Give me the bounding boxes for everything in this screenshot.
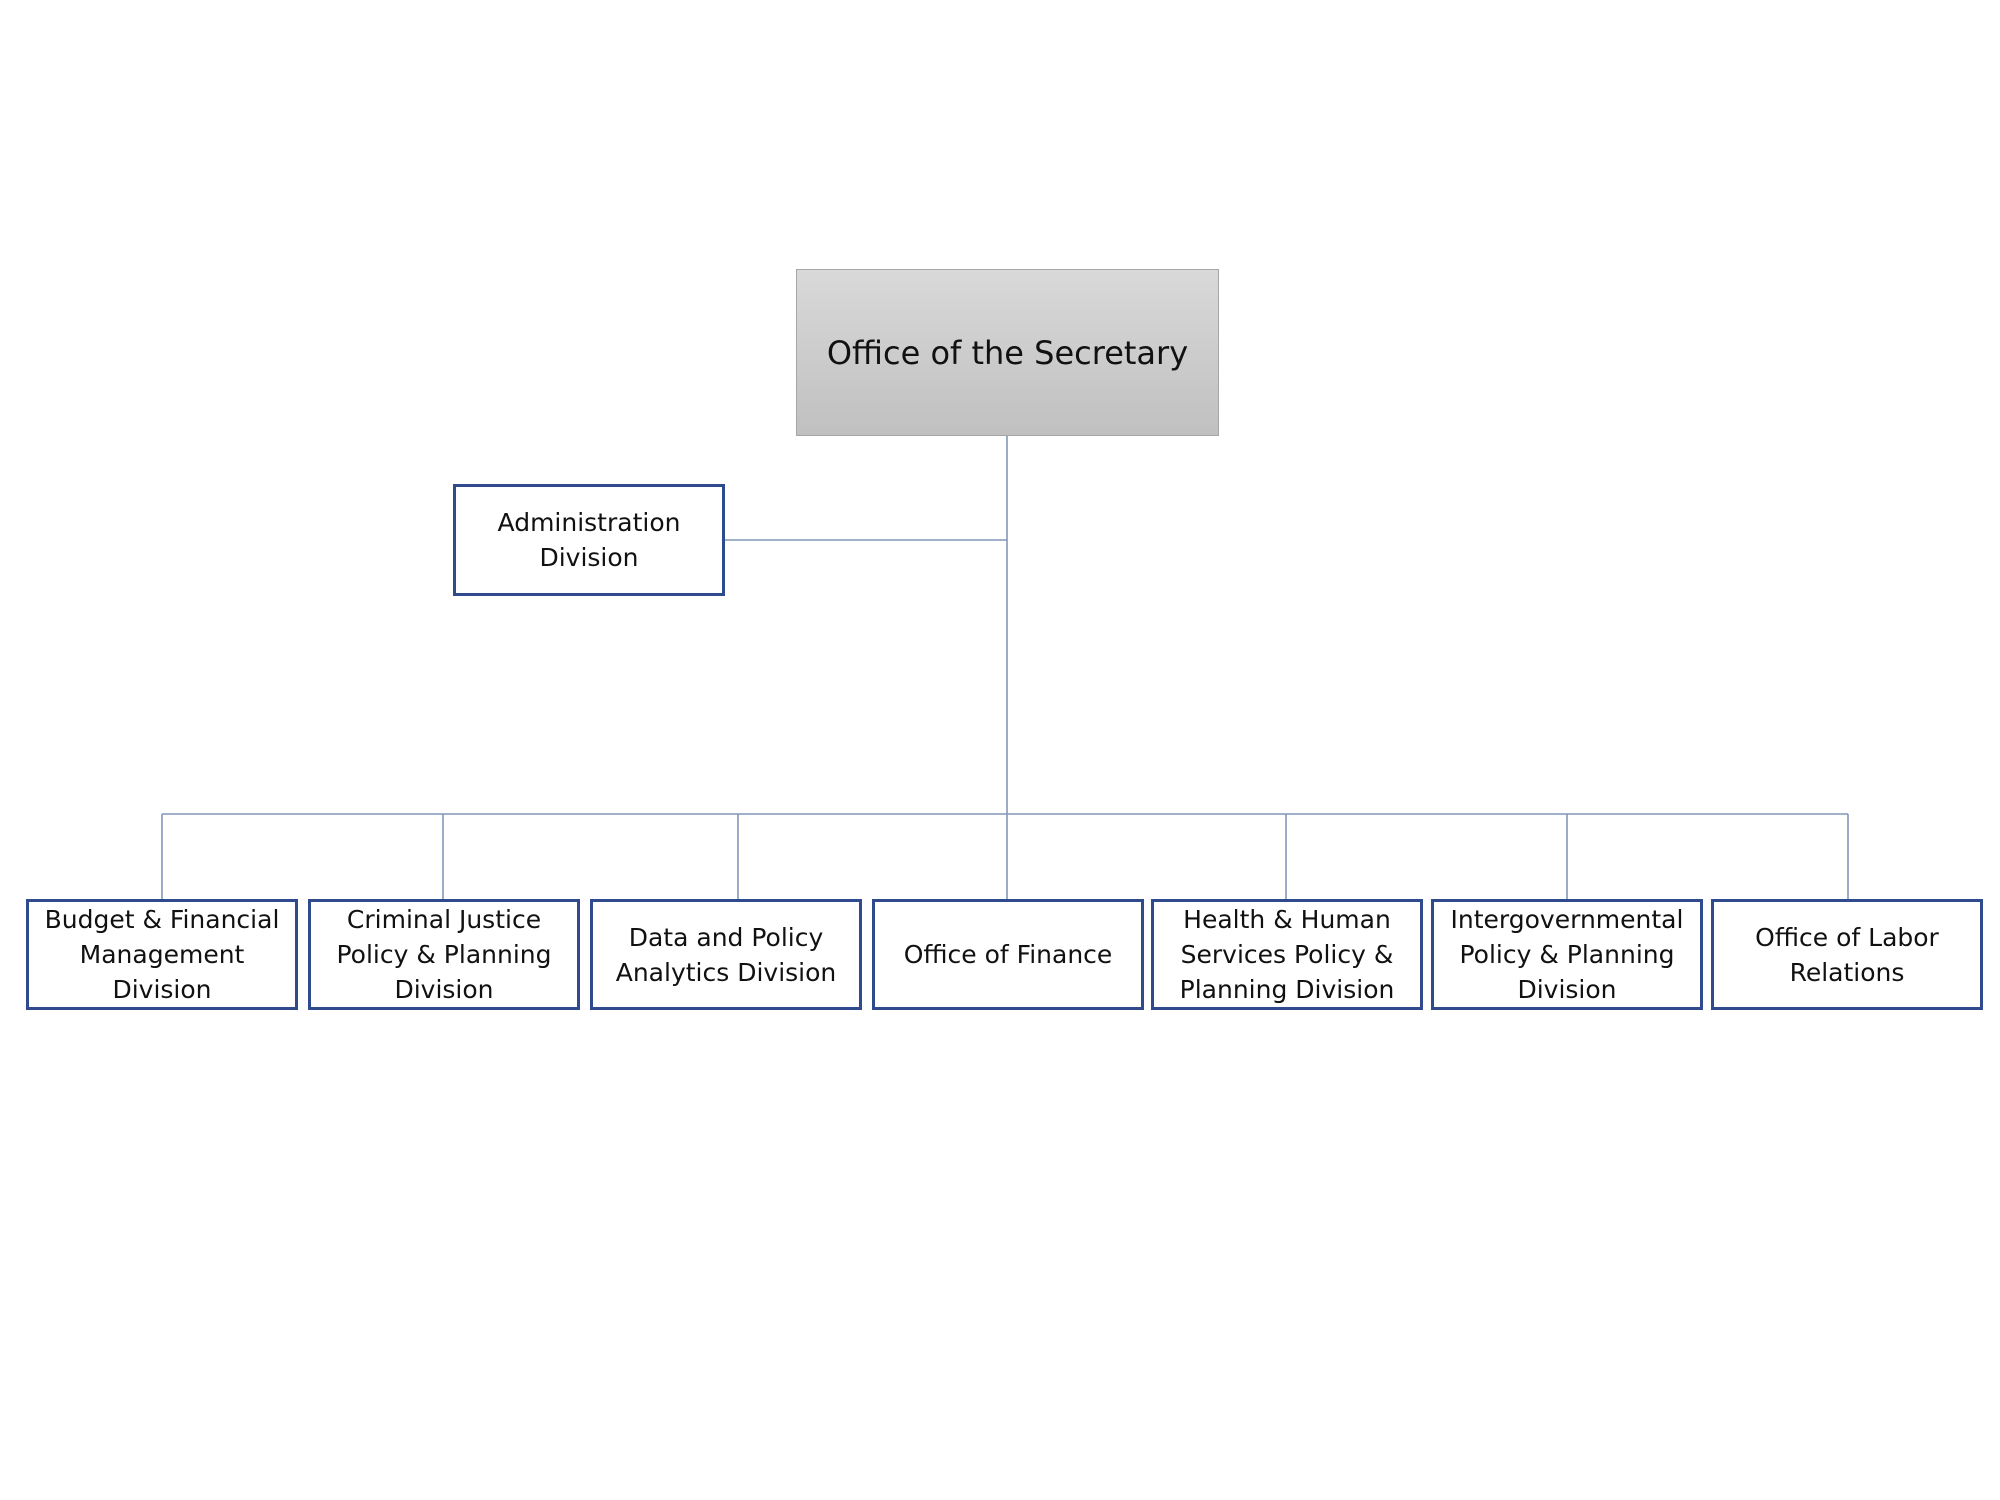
office-of-finance-label: Office of Finance <box>903 940 1113 969</box>
office-of-the-secretary-label: Office of the Secretary <box>826 333 1189 372</box>
office-of-the-secretary-node: Office of the Secretary <box>796 269 1219 436</box>
office-of-finance-node: Office of Finance <box>872 899 1144 1010</box>
